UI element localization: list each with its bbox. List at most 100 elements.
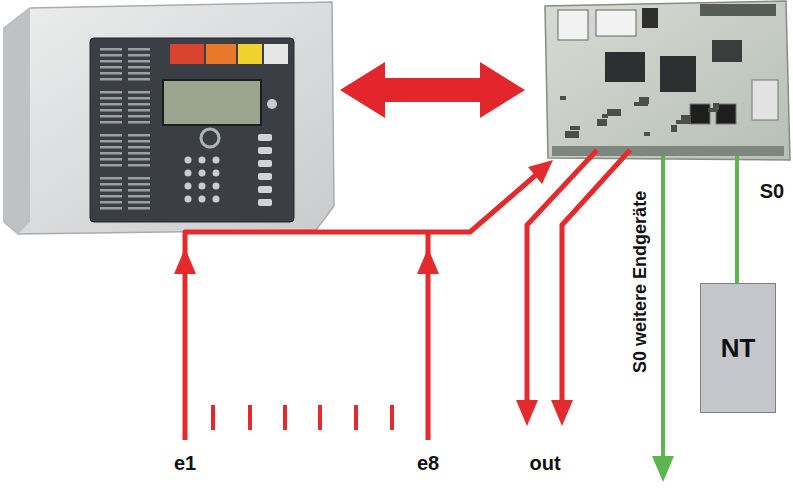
panel-button [258, 160, 272, 167]
panel-display [163, 80, 261, 125]
arrowhead [551, 400, 573, 426]
led-slot [100, 103, 122, 106]
output-arrowheads [516, 400, 573, 426]
input-tick [248, 405, 252, 430]
double-arrow [340, 62, 525, 118]
led-slot [128, 72, 150, 75]
panel-button [258, 134, 272, 141]
led-slot [128, 146, 150, 149]
panel-key [199, 183, 206, 190]
panel-front [90, 38, 294, 222]
input-tick [354, 405, 358, 430]
board-connector [752, 80, 778, 120]
arrowhead [516, 400, 538, 426]
led-slot [100, 207, 122, 210]
board-part [681, 115, 691, 122]
led-slot [100, 164, 122, 167]
panel-key [199, 196, 206, 203]
interface-board [545, 1, 790, 160]
board-details [560, 96, 719, 138]
led-slot [128, 54, 150, 57]
led-slot [128, 134, 150, 137]
input-tick [390, 405, 394, 430]
led-slot [100, 189, 122, 192]
output-wire [562, 150, 630, 404]
led-slot [128, 140, 150, 143]
control-panel [4, 2, 334, 234]
led-slot [100, 109, 122, 112]
input-tick [211, 405, 215, 430]
board-part [597, 119, 607, 126]
bus-wire [661, 156, 665, 460]
led-slot [100, 78, 122, 81]
led-slot [100, 158, 122, 161]
led-slot [128, 189, 150, 192]
network-terminal-box: NT [700, 283, 776, 413]
led-slot [128, 115, 150, 118]
board-part [565, 131, 579, 138]
board-part [671, 125, 677, 132]
panel-tag [238, 44, 262, 64]
led-slot [128, 164, 150, 167]
led-slot [100, 121, 122, 124]
arrowhead [652, 456, 674, 482]
panel-key [185, 157, 192, 164]
led-slot [100, 115, 122, 118]
panel-key [185, 196, 192, 203]
box-label: NT [721, 333, 756, 364]
panel-key [199, 170, 206, 177]
bus-label: S0 [760, 180, 784, 202]
output-wires [527, 150, 630, 404]
panel-side [4, 8, 30, 234]
panel-key [213, 183, 220, 190]
panel-housing [4, 2, 334, 234]
led-slot [100, 177, 122, 180]
panel-details [100, 48, 272, 210]
led-slot [128, 201, 150, 204]
input-tick [318, 405, 322, 430]
panel-key [185, 183, 192, 190]
panel-button [258, 173, 272, 180]
panel-navigation [201, 129, 219, 147]
arrowhead [417, 248, 439, 274]
arrowhead [528, 160, 553, 184]
arrowhead [174, 248, 196, 274]
led-slot [128, 97, 150, 100]
input-wires [185, 174, 537, 440]
board-part [642, 8, 658, 28]
panel-key [213, 196, 220, 203]
board-pcb [545, 1, 790, 160]
led-slot [128, 109, 150, 112]
input-arrowheads [174, 160, 553, 274]
panel-button [258, 147, 272, 154]
board-terminals [552, 146, 784, 156]
led-slot [128, 66, 150, 69]
input-ticks [213, 405, 392, 430]
led-slot [100, 134, 122, 137]
panel-button [258, 199, 272, 206]
led-slot [100, 97, 122, 100]
panel-button [258, 186, 272, 193]
board-chip [712, 40, 742, 62]
panel-tag [206, 44, 236, 64]
led-slot [128, 177, 150, 180]
panel-key [267, 99, 277, 109]
led-slot [100, 152, 122, 155]
led-slot [100, 72, 122, 75]
board-part [639, 97, 649, 104]
led-slot [100, 54, 122, 57]
led-slot [128, 91, 150, 94]
led-slot [128, 183, 150, 186]
board-part [713, 103, 719, 110]
board-part [644, 132, 650, 136]
led-slot [128, 158, 150, 161]
input-tick [283, 405, 287, 430]
led-slot [100, 195, 122, 198]
led-slot [100, 66, 122, 69]
led-slot [128, 103, 150, 106]
board-header [700, 4, 776, 16]
board-chip [605, 52, 645, 82]
board-connector [596, 10, 636, 36]
board-part [570, 126, 580, 130]
